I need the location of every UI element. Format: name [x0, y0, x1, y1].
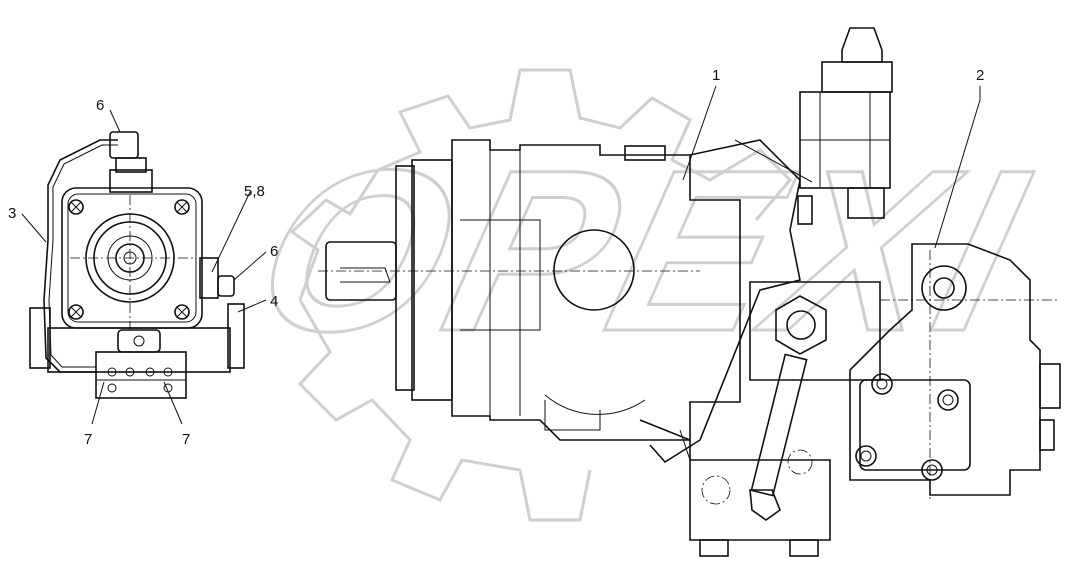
leader-6b: [233, 251, 267, 281]
leader-6a: [109, 109, 121, 133]
watermark-gear-outline: [289, 68, 793, 301]
callout-4: 4: [270, 293, 278, 310]
leader-4: [237, 299, 267, 313]
callout-7-left: 7: [84, 431, 92, 448]
port-plate: [649, 139, 801, 464]
right-valve-housing: [849, 243, 1041, 496]
callout-leaders: [21, 85, 981, 425]
callout-labels: 1 2 3 4 5,8 6 6 7 7: [8, 67, 984, 448]
center-valve-block: [639, 281, 881, 557]
hex-nut: [775, 295, 827, 355]
side-plug: [1039, 363, 1061, 409]
callout-3: 3: [8, 205, 16, 222]
top-control-valve: [797, 27, 893, 225]
watermark-gear-lower: [297, 299, 592, 522]
leader-58: [211, 191, 251, 273]
leader-2: [934, 86, 981, 249]
flange-bolts: [68, 199, 190, 320]
callout-1: 1: [712, 67, 720, 84]
cover-plate: [859, 379, 971, 471]
pump-end-view: [29, 131, 245, 399]
callout-2: 2: [976, 67, 984, 84]
callout-6-side: 6: [270, 243, 278, 260]
right-valve-assembly: [849, 243, 1061, 500]
main-pump-body: [318, 139, 813, 464]
shaft-end: [70, 195, 195, 330]
adjuster-rod: [750, 353, 808, 497]
leader-7b: [163, 381, 183, 425]
side-elbow-fitting: [217, 275, 235, 297]
watermark: OPEXI: [234, 68, 1054, 522]
cover-plate-bolts: [855, 373, 959, 481]
housing-boss: [553, 229, 635, 311]
pilot-pipe: [43, 139, 118, 373]
valve-cap: [841, 27, 883, 63]
leader-3: [21, 213, 47, 243]
callout-7-right: 7: [182, 431, 190, 448]
pump-lower-body: [47, 327, 231, 373]
watermark-text: OPEXI: [235, 123, 1052, 379]
leader-7a: [91, 381, 105, 425]
leader-1: [682, 85, 717, 181]
callout-6-top: 6: [96, 97, 104, 114]
callout-5-8: 5,8: [244, 183, 265, 200]
lower-valve-block: [689, 459, 831, 541]
